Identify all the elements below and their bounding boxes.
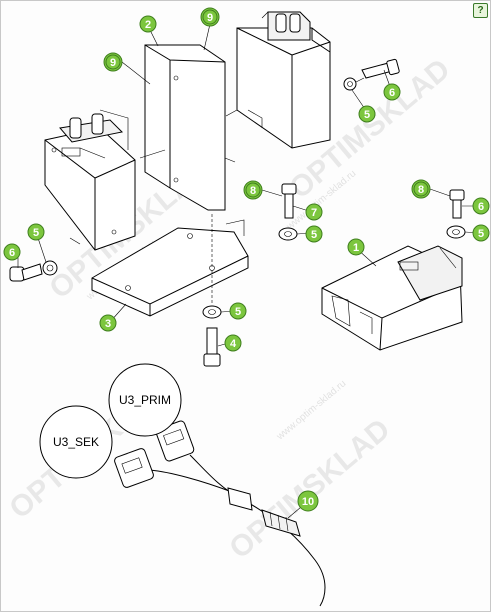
callout-3: 3 [99, 314, 117, 332]
callout-6-left: 6 [3, 243, 21, 261]
svg-text:5: 5 [311, 229, 317, 241]
svg-text:1: 1 [353, 242, 359, 254]
fasteners [9, 58, 466, 367]
svg-text:8: 8 [250, 185, 256, 197]
connector-label-sek: U3_SEK [39, 405, 113, 479]
svg-text:9: 9 [207, 12, 213, 24]
wiring-harness [114, 420, 326, 607]
callout-5-bottom: 5 [229, 302, 247, 320]
svg-text:2: 2 [145, 19, 151, 31]
callout-9-left: 9 [103, 52, 123, 72]
callout-1: 1 [347, 238, 365, 256]
svg-text:5: 5 [364, 109, 370, 121]
ecu-unit [321, 245, 463, 351]
watermark-brand: OPTIMSKLAD [223, 413, 396, 566]
callout-8-mid: 8 [243, 180, 263, 200]
connector-label-prim: U3_PRIM [108, 363, 182, 437]
control-unit-left [44, 109, 166, 251]
help-button[interactable]: ? [473, 3, 488, 18]
svg-text:7: 7 [311, 207, 317, 219]
svg-text:8: 8 [418, 184, 424, 196]
svg-text:4: 4 [230, 338, 237, 350]
control-unit-back [236, 11, 331, 149]
callout-5-left: 5 [27, 223, 45, 241]
watermark-url: www.optim-sklad.ru [274, 378, 348, 443]
callout-2: 2 [139, 15, 157, 33]
callout-7: 7 [305, 203, 323, 221]
callout-4: 4 [224, 334, 242, 352]
callout-6-right: 6 [472, 197, 490, 215]
svg-text:6: 6 [389, 87, 395, 99]
callout-5-right: 5 [472, 224, 490, 242]
base-plate [91, 214, 249, 317]
svg-text:6: 6 [478, 201, 484, 213]
svg-text:5: 5 [33, 227, 39, 239]
svg-text:5: 5 [478, 228, 484, 240]
callout-8-right: 8 [411, 179, 431, 199]
callout-6-top: 6 [383, 83, 401, 101]
svg-text:10: 10 [302, 496, 314, 508]
callout-10: 10 [297, 490, 319, 512]
svg-text:6: 6 [9, 247, 15, 259]
callout-5-mid: 5 [305, 225, 323, 243]
svg-text:3: 3 [105, 318, 111, 330]
connector-label-prim-text: U3_PRIM [119, 393, 171, 407]
connector-label-sek-text: U3_SEK [53, 435, 99, 449]
callout-9-top: 9 [200, 7, 220, 27]
cover-block [144, 44, 238, 211]
svg-text:9: 9 [110, 57, 116, 69]
callout-5-top: 5 [358, 105, 376, 123]
svg-text:5: 5 [235, 306, 241, 318]
